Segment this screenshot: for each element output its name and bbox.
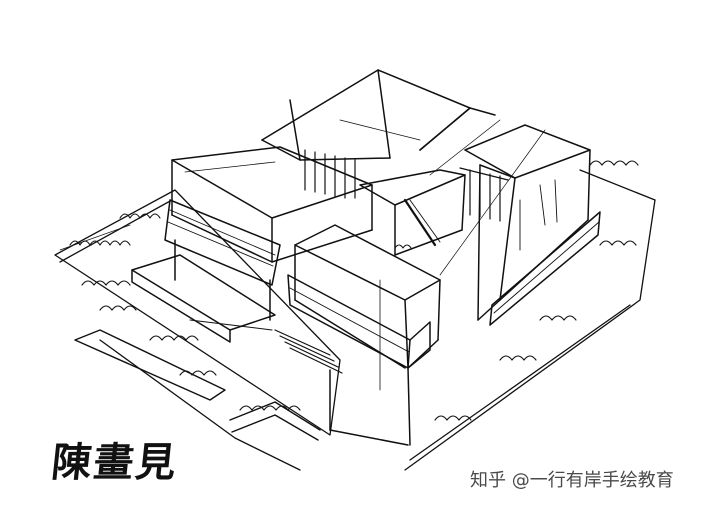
watermark-text: 知乎 @一行有岸手绘教育 <box>470 470 674 491</box>
construction-lines <box>59 119 546 276</box>
central-roof-block <box>261 69 496 161</box>
site-plane <box>54 169 656 471</box>
front-block <box>294 224 441 446</box>
left-canopy <box>164 199 281 321</box>
courtyard-fence <box>304 149 509 222</box>
artist-signature: 陳畫見 <box>49 439 181 486</box>
front-low-wall <box>74 329 321 441</box>
shrubs <box>69 160 639 421</box>
front-canopy <box>287 274 431 369</box>
entrance-steps <box>274 329 343 374</box>
right-canopy <box>489 211 601 326</box>
left-roof-block <box>171 146 373 263</box>
left-planter-wall <box>131 254 276 343</box>
courtyard-wall <box>359 169 466 256</box>
